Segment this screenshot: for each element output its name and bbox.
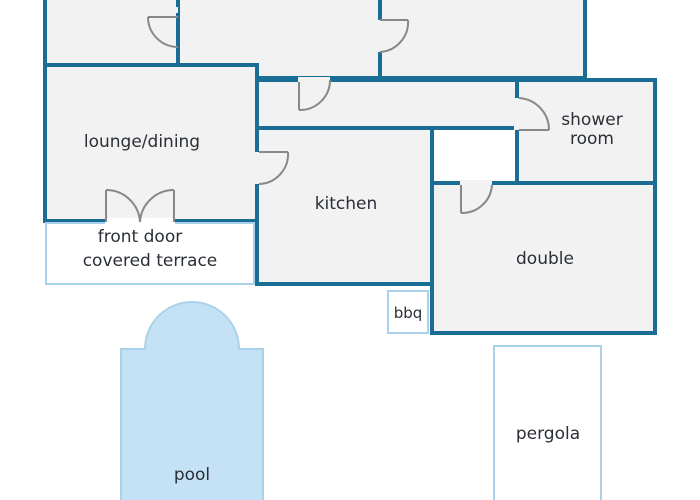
room-hallway <box>255 78 519 130</box>
door-front <box>105 188 175 224</box>
room-top-right <box>378 0 587 80</box>
label-shower-line1: shower <box>561 110 622 130</box>
label-lounge-dining: lounge/dining <box>84 132 200 152</box>
door-hallway <box>298 77 331 112</box>
pergola-area <box>493 345 602 500</box>
pool-shape <box>120 301 264 500</box>
door-top-right <box>377 19 410 53</box>
door-shower-room <box>514 97 551 131</box>
door-kitchen <box>254 151 290 185</box>
label-pergola: pergola <box>516 424 580 444</box>
label-pool: pool <box>174 465 210 485</box>
label-bbq: bbq <box>394 304 423 322</box>
label-kitchen: kitchen <box>315 194 378 214</box>
label-double: double <box>516 249 574 269</box>
label-covered-terrace: covered terrace <box>83 251 218 271</box>
door-top-left <box>147 7 179 48</box>
room-lounge-dining <box>43 63 259 223</box>
room-double <box>430 181 657 335</box>
label-front-door: front door <box>98 227 182 247</box>
bbq-area <box>387 290 429 334</box>
door-double <box>460 180 493 215</box>
label-shower-line2: room <box>570 129 614 149</box>
